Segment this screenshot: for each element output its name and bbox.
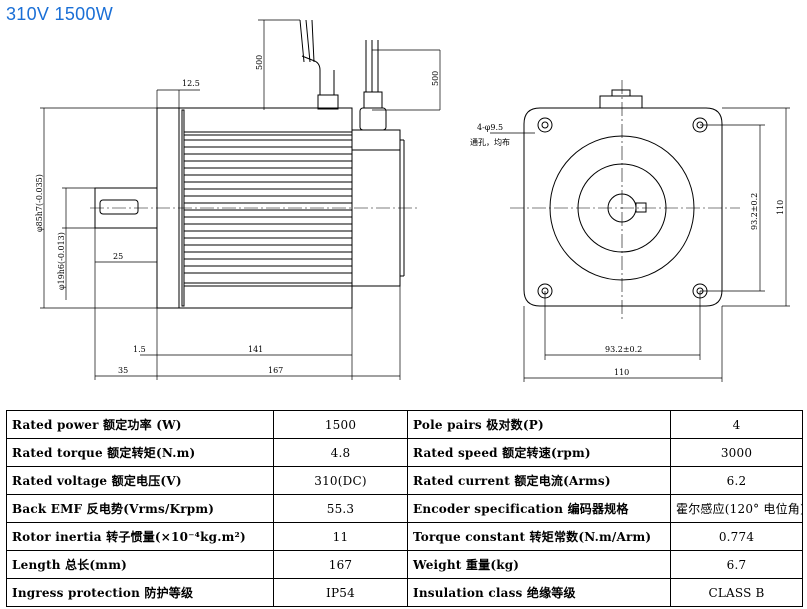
spec-value: 6.7 — [670, 550, 803, 579]
spec-value: 55.3 — [273, 494, 408, 523]
dim-pcd-v: 93.2±0.2 — [750, 193, 759, 230]
cable-gland-left — [299, 19, 339, 110]
spec-value: 霍尔感应(120° 电位角) — [670, 494, 803, 523]
dim-flange: 1.5 — [133, 345, 146, 354]
spec-label: Rated voltage 额定电压(V) — [6, 466, 274, 495]
dim-body: 141 — [248, 345, 263, 354]
dim-size-h: 110 — [614, 368, 629, 377]
dim-holes: 4-φ9.5 — [477, 123, 503, 132]
motor-drawing: 500 500 12.5 φ85h7(-0.035) φ19h6(-0.013)… — [35, 19, 790, 382]
page-title: 310V 1500W — [6, 4, 114, 24]
spec-value: 167 — [273, 550, 408, 579]
spec-value: IP54 — [273, 578, 408, 607]
spec-label: Weight 重量(kg) — [407, 550, 671, 579]
spec-row: Rated voltage 额定电压(V)310(DC)Rated curren… — [6, 466, 803, 495]
spec-label: Rated speed 额定转速(rpm) — [407, 438, 671, 467]
spec-label: Rated power 额定功率 (W) — [6, 410, 274, 439]
dim-shaft-dia: φ85h7(-0.035) — [35, 174, 44, 232]
spec-value: 310(DC) — [273, 466, 408, 495]
dim-shaft-len: 35 — [118, 366, 128, 375]
dim-pcd-h: 93.2±0.2 — [605, 345, 642, 354]
spec-value: 0.774 — [670, 522, 803, 551]
spec-label: Length 总长(mm) — [6, 550, 274, 579]
spec-label: Encoder specification 编码器规格 — [407, 494, 671, 523]
dim-holes-note: 通孔，均布 — [470, 137, 510, 147]
spec-value: 6.2 — [670, 466, 803, 495]
dim-total: 167 — [268, 366, 283, 375]
spec-value: CLASS B — [670, 578, 803, 607]
spec-label: Insulation class 绝缘等级 — [407, 578, 671, 607]
motor-shaft — [90, 187, 420, 229]
spec-value: 1500 — [273, 410, 408, 439]
spec-label: Rotor inertia 转子惯量(×10⁻⁴kg.m²) — [6, 522, 274, 551]
dim-key-len: 25 — [113, 252, 123, 261]
spec-value: 11 — [273, 522, 408, 551]
spec-label: Torque constant 转矩常数(N.m/Arm) — [407, 522, 671, 551]
spec-label: Rated torque 额定转矩(N.m) — [6, 438, 274, 467]
dim-lead-right: 500 — [431, 71, 440, 86]
dim-12-5: 12.5 — [182, 79, 200, 88]
spec-value: 3000 — [670, 438, 803, 467]
spec-label: Back EMF 反电势(Vrms/Krpm) — [6, 494, 274, 523]
spec-label: Rated current 额定电流(Arms) — [407, 466, 671, 495]
spec-value: 4 — [670, 410, 803, 439]
spec-value: 4.8 — [273, 438, 408, 467]
spec-label: Ingress protection 防护等级 — [6, 578, 274, 607]
spec-label: Pole pairs 极对数(P) — [407, 410, 671, 439]
cable-gland-right — [359, 40, 387, 131]
dim-key-dia: φ19h6(-0.013) — [57, 232, 66, 290]
dim-lead-top: 500 — [255, 55, 264, 70]
cooling-fins — [184, 131, 352, 287]
dim-size-v: 110 — [776, 200, 785, 215]
front-view — [510, 80, 740, 320]
